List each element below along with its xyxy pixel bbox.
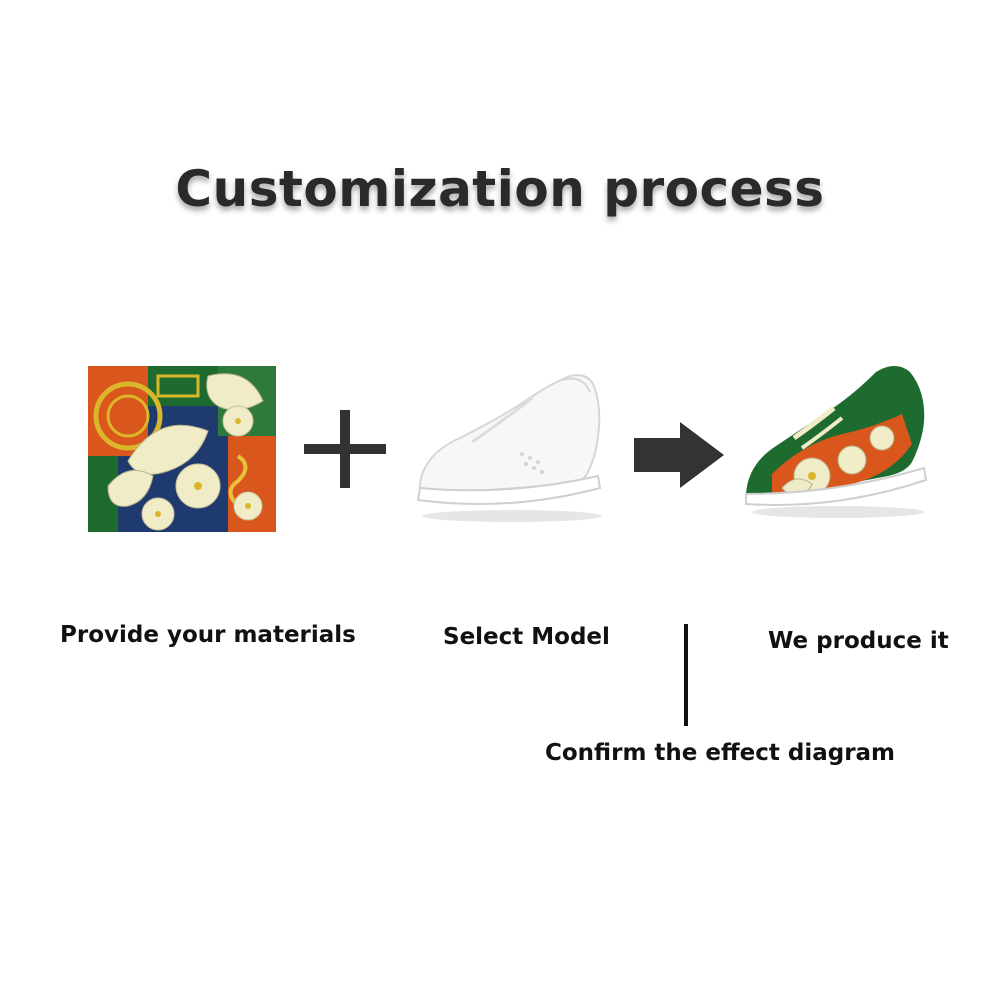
step-label-confirm-effect: Confirm the effect diagram — [545, 740, 896, 766]
custom-sneaker-image — [742, 364, 930, 520]
step-label-select-model: Select Model — [443, 624, 610, 650]
divider-line — [684, 624, 688, 726]
white-sneaker-image — [412, 372, 606, 524]
step-label-we-produce: We produce it — [768, 628, 949, 654]
fabric-pattern-image — [88, 366, 276, 532]
plus-icon — [304, 410, 386, 488]
arrow-right-icon — [634, 422, 724, 488]
page-title: Customization process — [175, 160, 825, 218]
step-label-provide-materials: Provide your materials — [60, 622, 356, 648]
